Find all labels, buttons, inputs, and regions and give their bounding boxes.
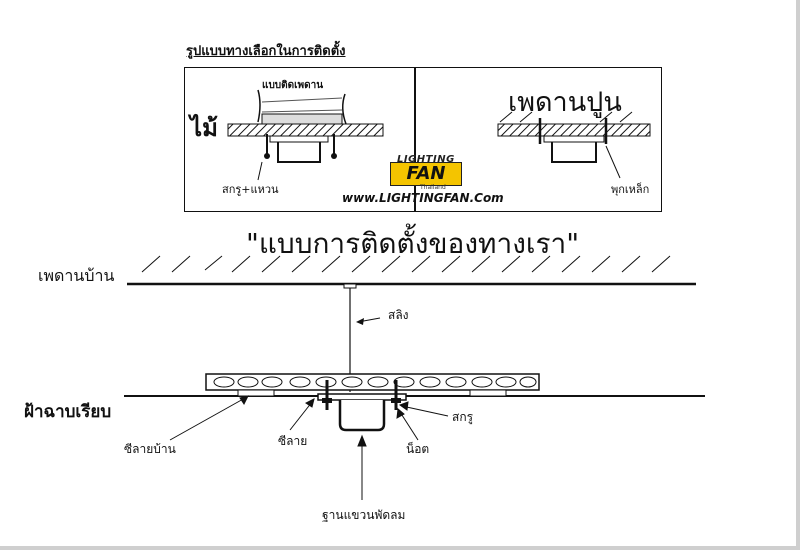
main-title: "แบบการติดตั้งของทางเรา" bbox=[246, 227, 580, 260]
screw-label: สกรู bbox=[452, 410, 474, 424]
house-ceiling-label: เพดานบ้าน bbox=[38, 266, 115, 285]
leader-lines bbox=[169, 395, 449, 500]
steel-anchor-label: พุกเหล็ก bbox=[611, 183, 650, 196]
fan-base-label: ฐานแขวนพัดลม bbox=[322, 508, 406, 522]
wood-ceiling-illustration bbox=[227, 89, 384, 181]
nut-label: น็อต bbox=[406, 442, 430, 456]
logo-text-main: FAN bbox=[390, 162, 462, 186]
concrete-ceiling-illustration bbox=[497, 111, 651, 179]
flat-ceiling-line bbox=[124, 389, 705, 397]
batten-board bbox=[205, 373, 540, 391]
house-batten-label: ซีลายบ้าน bbox=[124, 442, 176, 456]
batten-label: ซีลาย bbox=[278, 434, 308, 448]
ceiling-mount-caption: แบบติดเพดาน bbox=[262, 80, 324, 91]
logo-text-top: LIGHTING bbox=[397, 154, 455, 165]
fan-mount-base bbox=[317, 380, 407, 432]
sling-label: สลิง bbox=[388, 308, 409, 322]
website-text: www.LIGHTINGFAN.Com bbox=[342, 191, 504, 205]
screw-washer-label: สกรู+แหวน bbox=[222, 183, 279, 196]
wood-label: ไม้ bbox=[190, 114, 218, 142]
house-ceiling-line bbox=[127, 255, 696, 286]
concrete-ceiling-label: เพดานปูน bbox=[508, 87, 622, 118]
options-title: รูปแบบทางเลือกในการติดตั้ง bbox=[186, 44, 346, 59]
panel-divider bbox=[414, 67, 416, 212]
flat-ceiling-label: ฝ้าฉาบเรียบ bbox=[24, 402, 112, 422]
logo-text-sub: Thailand bbox=[420, 184, 446, 191]
options-panel bbox=[184, 67, 662, 212]
